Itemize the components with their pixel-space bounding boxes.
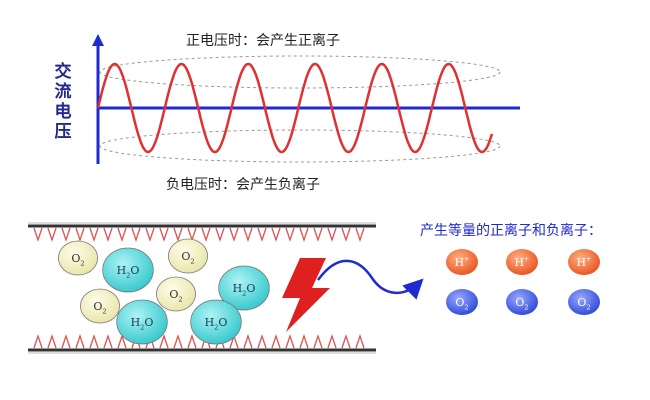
electrode-spike	[103, 227, 113, 243]
electrode-spike	[299, 333, 309, 349]
negative-ion-ball	[506, 289, 538, 315]
electrode-spike	[187, 333, 197, 349]
electrode-spike	[243, 227, 253, 243]
electrode-spike	[47, 333, 57, 349]
positive-ion: H+	[446, 249, 478, 275]
molecule-bubble	[80, 288, 120, 324]
formula-label: O2	[169, 288, 182, 303]
ions-group: H+ H+ H+ O2 O2 O2	[446, 249, 600, 315]
positive-ion-ball	[446, 249, 478, 275]
formula-label: O2	[577, 296, 590, 311]
o2-molecule: O2	[58, 240, 98, 276]
electrode-spike	[299, 227, 309, 243]
result-caption: 产生等量的正离子和负离子：	[420, 223, 602, 239]
electrode-spike	[341, 227, 351, 243]
formula-label: O2	[455, 296, 468, 311]
electrode-spike	[33, 333, 43, 349]
molecule-bubble	[190, 299, 242, 345]
formula-label: O2	[93, 300, 106, 315]
ac-voltage-wave	[96, 62, 494, 154]
y-axis-arrow	[92, 34, 104, 46]
h2o-molecule: H2O	[102, 247, 154, 293]
y-axis-label: 交流电压	[54, 62, 72, 142]
formula-label: H+	[576, 255, 591, 269]
electrode-spike	[313, 333, 323, 349]
negative-ion: O2	[506, 289, 538, 315]
negative-ion-ball	[446, 289, 478, 315]
electrode-spike	[61, 333, 71, 349]
formula-label: H2O	[131, 316, 154, 331]
lightning-bolt-icon	[282, 258, 330, 332]
o2-molecule: O2	[156, 276, 196, 312]
h2o-molecule: H2O	[218, 265, 270, 311]
electrode-spike	[61, 227, 71, 243]
electrode-spike	[327, 333, 337, 349]
o2-molecule: O2	[80, 288, 120, 324]
electrode-spike	[257, 333, 267, 349]
electrode-spike	[173, 333, 183, 349]
h2o-molecule: H2O	[116, 299, 168, 345]
molecule-bubble	[168, 238, 208, 274]
formula-label: O2	[181, 250, 194, 265]
electrode-spike	[159, 227, 169, 243]
electrode-spike	[117, 227, 127, 243]
electrode-spike	[355, 333, 365, 349]
electrode-spike	[257, 227, 267, 243]
negative-ion-ball	[568, 289, 600, 315]
formula-label: H+	[514, 255, 529, 269]
electrode-spike	[75, 333, 85, 349]
electrode-spike	[145, 227, 155, 243]
positive-ion: H+	[506, 249, 538, 275]
electrode-spike	[33, 227, 43, 243]
formula-label: O2	[71, 252, 84, 267]
formula-label: O2	[515, 296, 528, 311]
top-electrode-spikes	[33, 227, 365, 243]
electrode-spike	[327, 227, 337, 243]
electrode-spike	[285, 227, 295, 243]
electrode-spike	[103, 333, 113, 349]
electrode-spike	[243, 333, 253, 349]
electrode-spike	[89, 333, 99, 349]
electrode-spike	[173, 227, 183, 243]
h2o-molecule: H2O	[190, 299, 242, 345]
electrode-spike	[355, 227, 365, 243]
electrode-spike	[229, 227, 239, 243]
molecule-bubble	[156, 276, 196, 312]
o2-molecule: O2	[168, 238, 208, 274]
formula-label: H+	[454, 255, 469, 269]
electrode-spike	[159, 333, 169, 349]
negative-voltage-caption: 负电压时：会产生负离子	[166, 177, 320, 193]
electrode-spike	[47, 227, 57, 243]
positive-peak-ellipse	[99, 55, 501, 89]
electrode-spike	[75, 227, 85, 243]
molecule-bubble	[218, 265, 270, 311]
positive-ion: H+	[568, 249, 600, 275]
electrode-spike	[285, 333, 295, 349]
electrode-spike	[271, 333, 281, 349]
electrode-spike	[187, 227, 197, 243]
negative-ion: O2	[446, 289, 478, 315]
negative-peak-ellipse	[99, 129, 501, 163]
electrode-spike	[89, 227, 99, 243]
formula-label: H2O	[205, 316, 228, 331]
electrode-spike	[201, 227, 211, 243]
electrode-spike	[215, 227, 225, 243]
electrode-spike	[271, 227, 281, 243]
curved-arrow-icon	[316, 259, 424, 300]
formula-label: H2O	[233, 282, 256, 297]
molecule-bubble	[116, 299, 168, 345]
formula-label: H2O	[117, 264, 140, 279]
electrode-spike	[341, 333, 351, 349]
positive-voltage-caption: 正电压时：会产生正离子	[186, 33, 340, 49]
electrode-spike	[313, 227, 323, 243]
molecule-bubble	[102, 247, 154, 293]
positive-ion-ball	[506, 249, 538, 275]
positive-ion-ball	[568, 249, 600, 275]
electrode-spike	[131, 227, 141, 243]
molecule-bubble	[58, 240, 98, 276]
negative-ion: O2	[568, 289, 600, 315]
